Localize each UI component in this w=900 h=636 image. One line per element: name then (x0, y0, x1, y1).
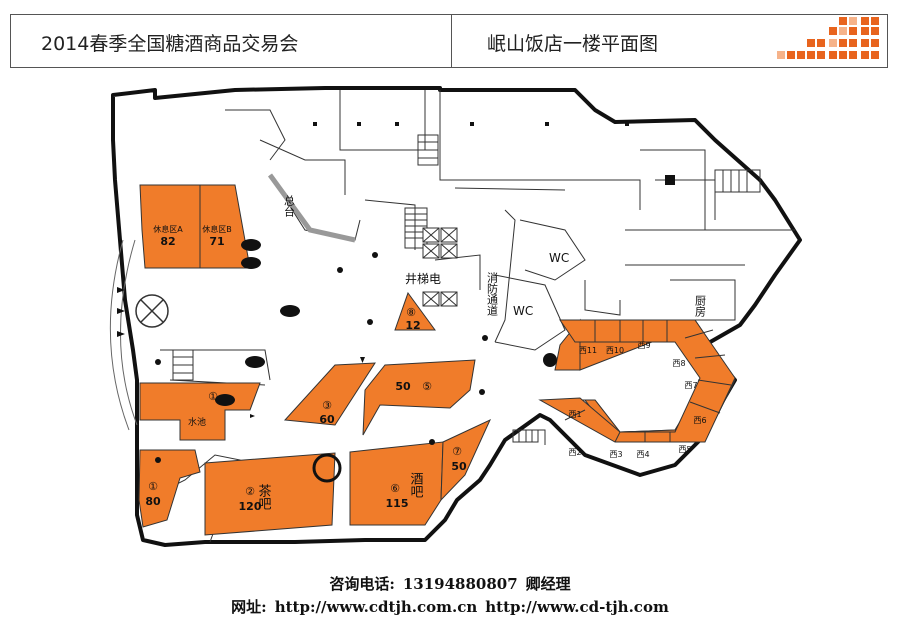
booth-6-circle: ⑥ (390, 482, 400, 495)
columns (155, 122, 675, 463)
rest-a-num: 82 (160, 235, 175, 248)
inner-walls (154, 90, 795, 543)
revolving-door-icon (135, 294, 169, 328)
booth-6 (349, 441, 444, 526)
zongtai-label: 总台 (283, 194, 296, 217)
event-title: 2014春季全国糖酒商品交易会 (41, 33, 299, 55)
contact-phone[interactable]: 13194880807 (402, 575, 518, 593)
header-divider (451, 15, 452, 67)
booth-2 (204, 452, 336, 536)
kitchen-label: 厨房 (694, 295, 707, 318)
website-link-1[interactable]: http://www.cdtjh.com.cn (274, 598, 478, 616)
booth-8-circle: ⑧ (406, 306, 416, 319)
logo-grid-icon (777, 17, 879, 59)
floor-plan: 休息区A 休息区B 西1 西2 西3 西4 西5 西6 西7 西8 西9 西10… (109, 86, 802, 547)
wc-1: WC (549, 251, 569, 265)
booth-3 (283, 362, 376, 426)
west-2: 西2 (568, 448, 581, 457)
contact-manager: 卿经理 (525, 575, 571, 593)
booth-8-num: 12 (405, 319, 420, 332)
elevator-icon (422, 227, 458, 307)
website-line: 网址: http://www.cdtjh.com.cn http://www.cd-… (0, 596, 900, 617)
booth-1-top-circle: ① (208, 390, 218, 403)
venue-title: 岷山饭店一楼平面图 (487, 33, 659, 55)
west-3: 西3 (609, 450, 622, 459)
west-1: 西1 (568, 410, 581, 419)
round-structure (312, 453, 342, 483)
west-9: 西9 (637, 341, 650, 350)
booth-1-bottom-num: 80 (145, 495, 161, 508)
booth-8 (394, 291, 436, 331)
west-booth-dividers (564, 320, 732, 443)
vertical-labels: 总台 厨房 消防通道 茶吧 酒吧 (256, 194, 707, 511)
contact-label: 咨询电话: (329, 575, 395, 593)
website-link-2[interactable]: http://www.cd-tjh.com (485, 598, 669, 616)
west-10: 西10 (606, 346, 624, 355)
header-bar: 2014春季全国糖酒商品交易会 岷山饭店一楼平面图 (10, 14, 888, 68)
reception-counter (267, 173, 356, 243)
booth-3-num: 60 (319, 413, 335, 426)
contact-line: 咨询电话: 13194880807 卿经理 (0, 573, 900, 594)
west-11: 西11 (579, 346, 597, 355)
booth-2-num: 120 (239, 500, 262, 513)
booth-7 (440, 418, 492, 502)
booth-5-num: 50 (395, 380, 411, 393)
website-label: 网址: (231, 598, 267, 616)
entrance-arc (120, 239, 138, 426)
wine-bar-label: 酒吧 (408, 472, 424, 498)
small-arrow-icon-2 (250, 414, 255, 418)
booth-1-bottom (138, 449, 201, 528)
booth-1-top (139, 382, 261, 441)
small-arrow-icon (360, 357, 365, 363)
west-booths (538, 319, 736, 443)
west-6: 西6 (693, 416, 706, 425)
booth-7-circle: ⑦ (452, 445, 462, 458)
booth-7-num: 50 (451, 460, 467, 473)
booth-rest-a (139, 184, 201, 269)
water-label: 水池 (188, 416, 206, 428)
booth-5 (362, 359, 476, 436)
rest-b-num: 71 (209, 235, 224, 248)
booth-5-circle: ⑤ (422, 380, 432, 393)
fire-label: 消防通道 (486, 271, 499, 316)
booth-6-num: 115 (386, 497, 409, 510)
west-4: 西4 (636, 450, 649, 459)
west-8: 西8 (672, 359, 685, 368)
west-7: 西7 (684, 381, 697, 390)
booth-2-circle: ② (245, 485, 255, 498)
booth-3-circle: ③ (322, 399, 332, 412)
booth-1-bottom-circle: ① (148, 480, 158, 493)
rest-b-label: 休息区B (202, 224, 232, 234)
wc-2: WC (513, 304, 533, 318)
outer-walls (111, 86, 802, 547)
elevator-label: 井梯电 (405, 272, 441, 286)
tea-bar-label: 茶吧 (256, 483, 272, 510)
entrance-arrows (117, 287, 125, 337)
rest-a-label: 休息区A (153, 224, 183, 234)
west-5: 西5 (678, 445, 691, 454)
